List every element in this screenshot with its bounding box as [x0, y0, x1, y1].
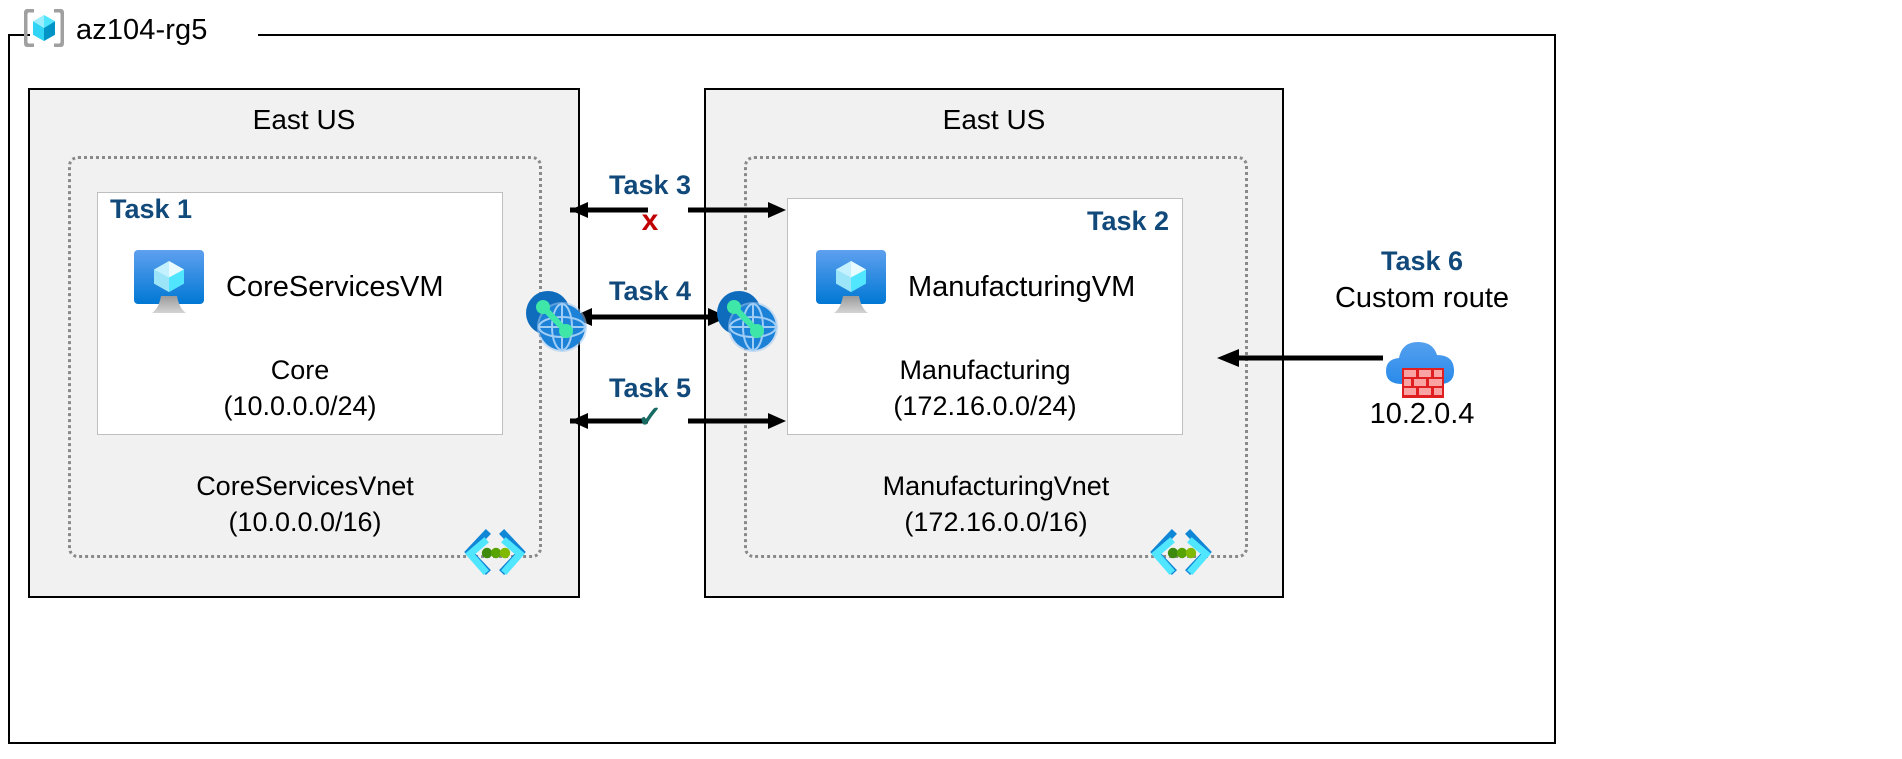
task6-route-arrow — [1215, 345, 1385, 376]
subnet-name-core: Core — [270, 355, 330, 385]
connection-task5 — [548, 407, 798, 440]
resource-group-name: az104-rg5 — [76, 14, 208, 46]
task3-blocked-mark: x — [641, 204, 659, 237]
subnet-name-manufacturing: Manufacturing — [899, 355, 1071, 385]
vnet-info-core: CoreServicesVnet (10.0.0.0/16) — [68, 468, 542, 540]
virtual-network-icon — [1148, 528, 1214, 581]
subnet-cidr-manufacturing: (172.16.0.0/24) — [893, 391, 1077, 421]
subnet-info-core: Core (10.0.0.0/24) — [97, 352, 503, 424]
resource-group-border-right — [258, 34, 1556, 36]
connection-task3 — [548, 196, 798, 229]
subnet-box-core — [97, 192, 503, 435]
task5-label: Task 5 — [608, 373, 692, 403]
vnet-name-core: CoreServicesVnet — [196, 471, 414, 501]
resource-group-frame — [8, 34, 1556, 744]
subnet-info-manufacturing: Manufacturing (172.16.0.0/24) — [787, 352, 1183, 424]
subnet-box-manufacturing — [787, 198, 1183, 435]
region-label-right: East US — [942, 104, 1046, 135]
region-label-left: East US — [252, 104, 356, 135]
vm-core-services: CoreServicesVM — [130, 248, 444, 327]
task3-label: Task 3 — [608, 170, 692, 200]
azure-resource-group-icon — [20, 4, 68, 57]
vnet-name-manufacturing: ManufacturingVnet — [882, 471, 1110, 501]
resource-group-border-left — [8, 34, 30, 36]
vnet-peering-icon — [709, 283, 785, 364]
vnet-cidr-core: (10.0.0.0/16) — [228, 507, 382, 537]
firewall-cloud-icon — [1378, 330, 1468, 409]
virtual-machine-icon — [130, 248, 208, 327]
virtual-machine-icon — [812, 248, 890, 327]
vm-manufacturing: ManufacturingVM — [812, 248, 1135, 327]
resource-group-header: az104-rg5 — [20, 4, 208, 57]
task5-allowed-mark: ✓ — [637, 401, 663, 434]
vnet-peering-icon — [518, 283, 594, 364]
task6-ip-address: 10.2.0.4 — [1369, 398, 1475, 430]
vnet-cidr-manufacturing: (172.16.0.0/16) — [904, 507, 1088, 537]
vnet-core-services — [68, 156, 542, 558]
connection-task4 — [570, 303, 730, 336]
task4-label: Task 4 — [608, 276, 692, 306]
vm-name-core: CoreServicesVM — [226, 271, 444, 303]
vnet-info-manufacturing: ManufacturingVnet (172.16.0.0/16) — [744, 468, 1248, 540]
task1-tag: Task 1 — [110, 194, 193, 224]
subnet-cidr-core: (10.0.0.0/24) — [223, 391, 377, 421]
vm-name-manufacturing: ManufacturingVM — [908, 271, 1136, 303]
task6-description: Custom route — [1334, 282, 1510, 314]
virtual-network-icon — [462, 528, 528, 581]
task6-label: Task 6 — [1380, 246, 1464, 276]
task2-tag: Task 2 — [1087, 206, 1170, 236]
